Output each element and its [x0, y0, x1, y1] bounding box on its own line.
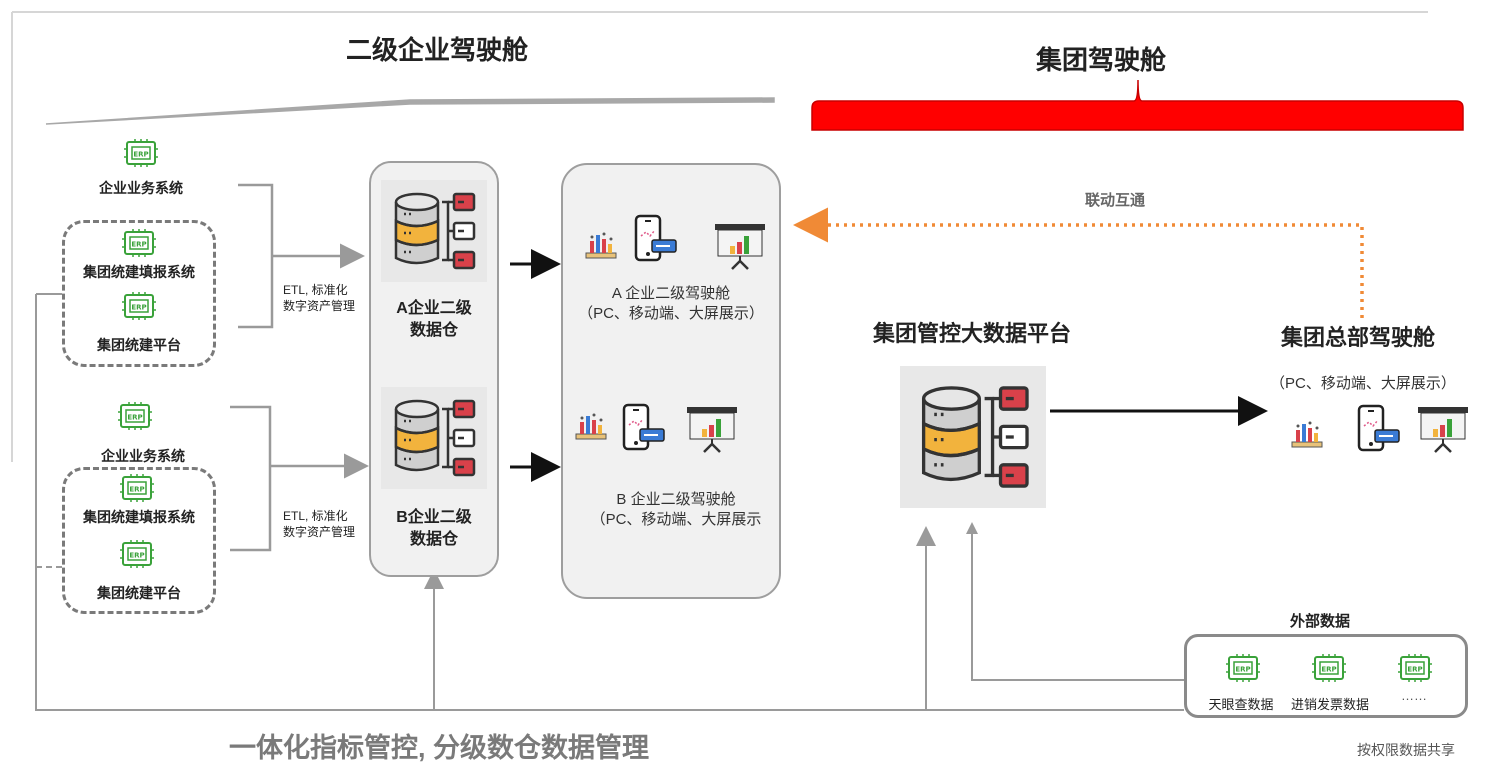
cockpit-b-label: B 企业二级驾驶舱 （PC、移动端、大屏展示 — [590, 491, 762, 528]
database-icon — [918, 380, 1030, 494]
svg-text:ERP: ERP — [1235, 666, 1250, 674]
enterprise-system-label-b: 企业业务系统 — [101, 448, 185, 464]
database-icon — [392, 188, 476, 274]
hq-cockpit-sub: （PC、移动端、大屏展示） — [1270, 375, 1456, 392]
svg-text:ERP: ERP — [129, 552, 144, 560]
bar-chart-icon — [574, 410, 608, 442]
svg-text:ERP: ERP — [1407, 666, 1422, 674]
bottom-caption: 一体化指标管控, 分级数仓数据管理 — [229, 733, 650, 763]
linkage-label: 联动互通 — [1085, 192, 1146, 209]
etl-label-a: ETL, 标准化 数字资产管理 — [283, 283, 356, 313]
mobile-phone-icon — [632, 214, 680, 264]
svg-text:ERP: ERP — [131, 241, 146, 249]
cockpit-a-label: A 企业二级驾驶舱 （PC、移动端、大屏展示） — [578, 285, 764, 322]
secondary-cockpit-heading: 二级企业驾驶舱 — [346, 35, 529, 65]
database-icon — [392, 395, 476, 481]
warehouse-a-label: A企业二级 数据仓 — [396, 300, 472, 339]
warehouse-b-label: B企业二级 数据仓 — [396, 509, 472, 548]
bar-chart-icon — [1290, 418, 1324, 450]
mobile-phone-icon — [1355, 404, 1403, 454]
external-to-platform-line — [971, 530, 1184, 681]
presentation-board-icon — [714, 222, 766, 270]
group-cockpit-heading: 集团驾驶舱 — [1036, 45, 1167, 75]
erp-chip-icon: ERP — [122, 292, 156, 320]
external-item-2: 进销发票数据 — [1290, 697, 1369, 712]
erp-chip-icon: ERP — [1312, 654, 1346, 682]
erp-chip-icon: ERP — [1226, 654, 1260, 682]
group-fill-system-label-a: 集团统建填报系统 — [83, 264, 195, 280]
group-cockpit-banner — [811, 79, 1464, 131]
hq-cockpit-title: 集团总部驾驶舱 — [1281, 325, 1436, 350]
svg-text:ERP: ERP — [129, 486, 144, 494]
bracket-b — [230, 405, 272, 552]
bottom-loop-line — [35, 567, 1184, 711]
external-data-title: 外部数据 — [1290, 613, 1351, 630]
erp-chip-icon: ERP — [122, 229, 156, 257]
group-fill-system-label-b: 集团统建填报系统 — [83, 509, 195, 525]
svg-text:ERP: ERP — [131, 304, 146, 312]
bracket-a — [238, 183, 274, 329]
external-item-1: 天眼查数据 — [1208, 697, 1274, 712]
erp-chip-icon: ERP — [120, 474, 154, 502]
erp-chip-icon: ERP — [1398, 654, 1432, 682]
erp-chip-icon: ERP — [120, 540, 154, 568]
mobile-phone-icon — [620, 403, 668, 453]
group-platform-label-b: 集团统建平台 — [97, 585, 181, 601]
erp-chip-icon: ERP — [118, 402, 152, 430]
enterprise-system-label-a: 企业业务系统 — [99, 180, 183, 196]
share-note: 按权限数据共享 — [1357, 742, 1455, 758]
external-arrow-head — [966, 522, 978, 534]
platform-title: 集团管控大数据平台 — [873, 321, 1072, 346]
presentation-board-icon — [686, 405, 738, 453]
erp-chip-icon: ERP — [124, 139, 158, 167]
group-platform-label-a: 集团统建平台 — [97, 337, 181, 353]
etl-label-b: ETL, 标准化 数字资产管理 — [283, 509, 356, 539]
bar-chart-icon — [584, 229, 618, 261]
presentation-board-icon — [1417, 405, 1469, 453]
external-item-3: …… — [1401, 688, 1427, 703]
svg-text:ERP: ERP — [133, 151, 148, 159]
linkage-dotted-line — [793, 207, 1364, 318]
svg-text:ERP: ERP — [1321, 666, 1336, 674]
svg-text:ERP: ERP — [127, 414, 142, 422]
secondary-cockpit-wedge — [45, 97, 775, 125]
